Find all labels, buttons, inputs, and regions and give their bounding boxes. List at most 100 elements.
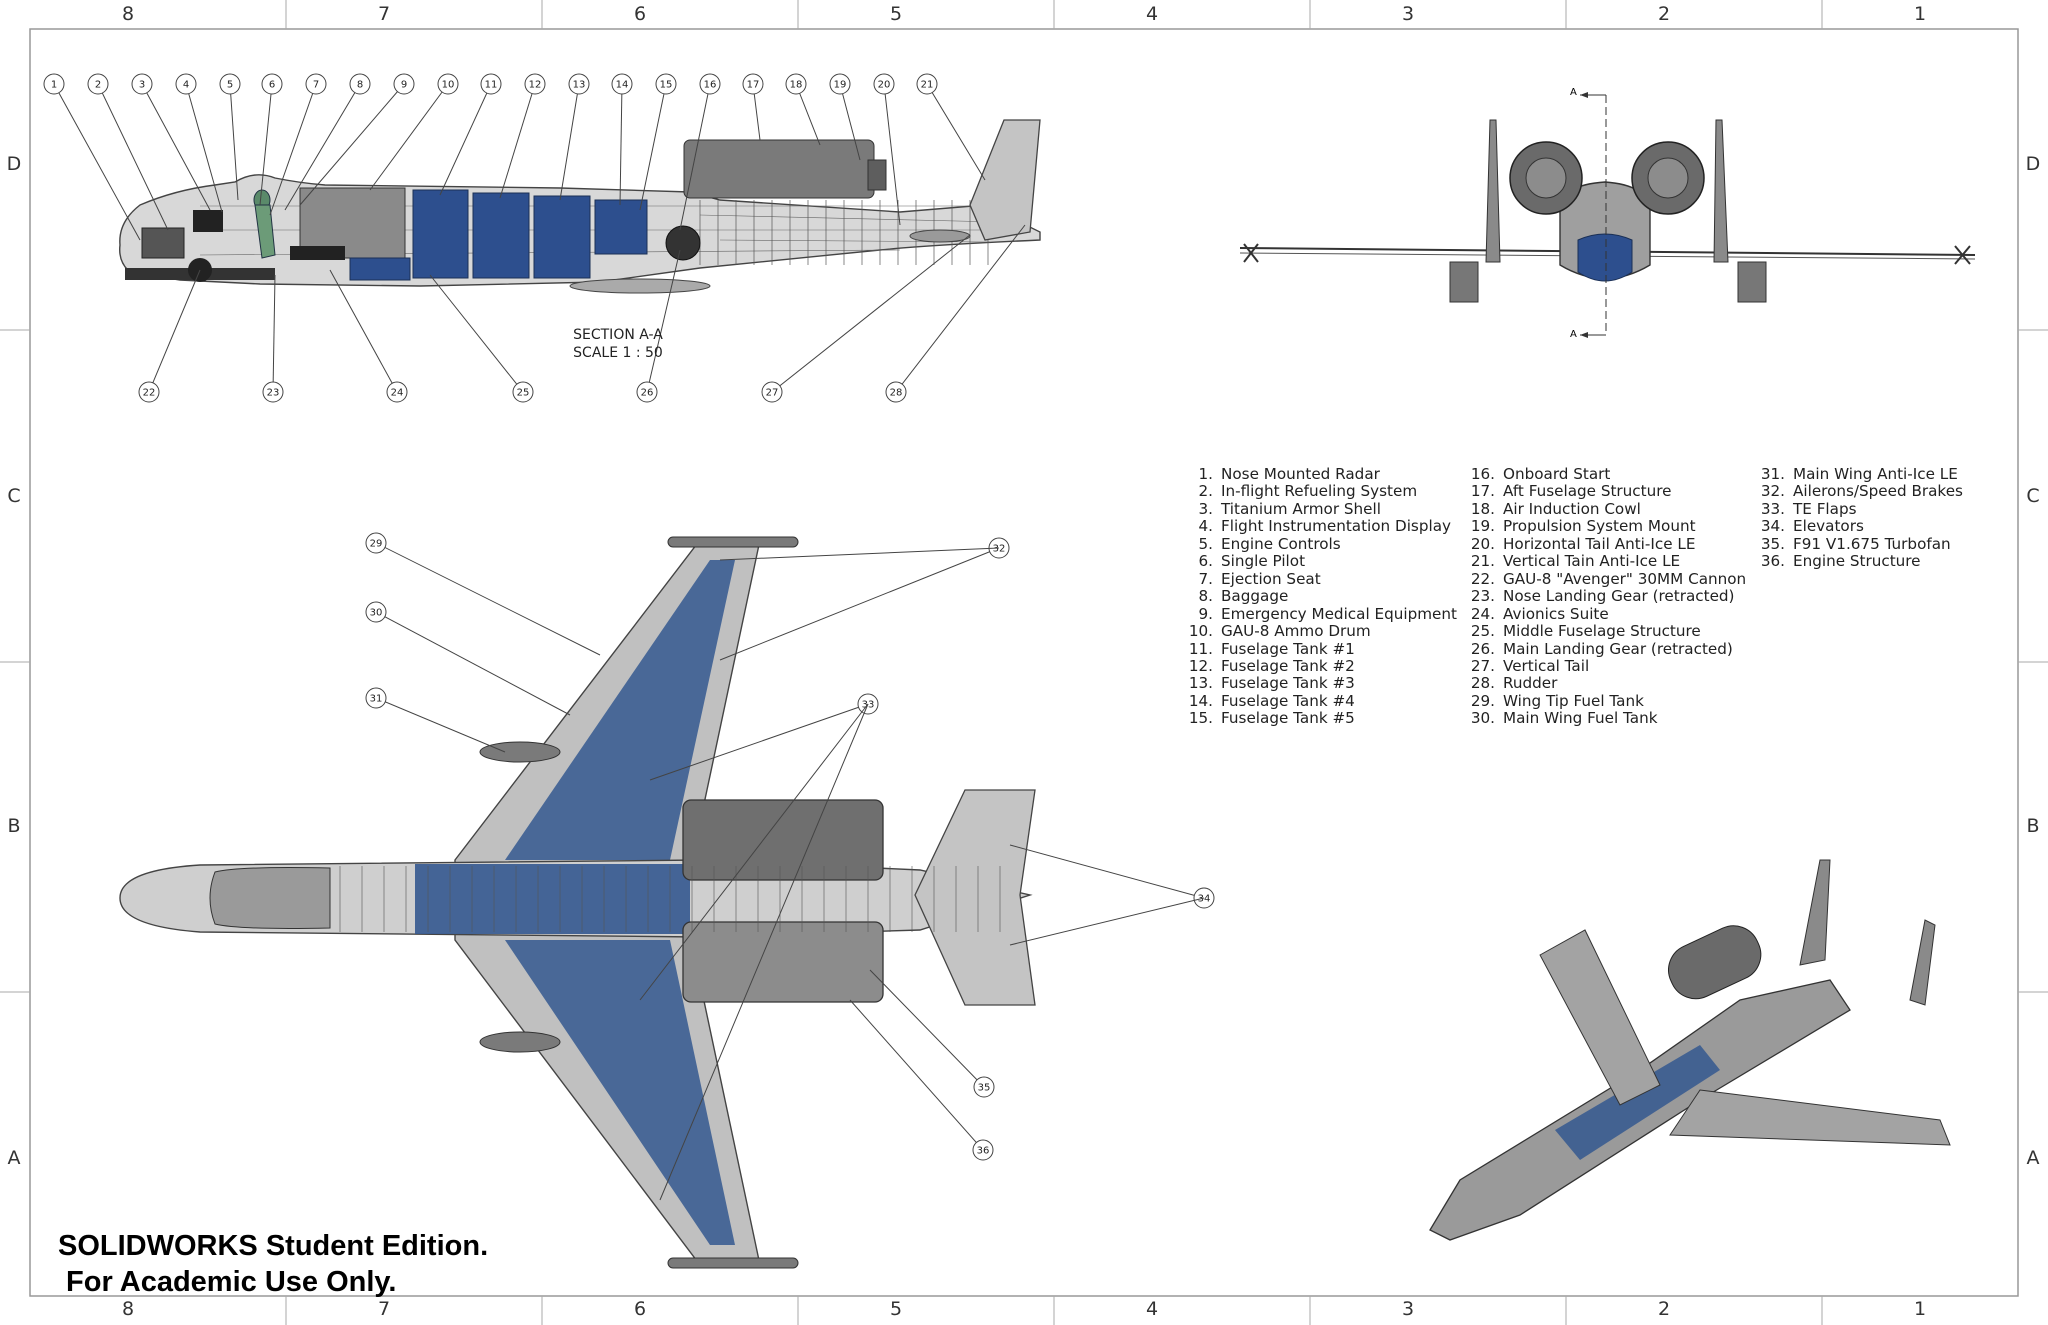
wingtip-left [1243,243,1259,263]
balloon-number: 24 [391,388,404,399]
legend-item: 16.Onboard Start [1465,465,1746,483]
balloon-4: 4 [175,73,223,213]
balloon-5: 5 [219,73,241,201]
ejection-seat [254,204,276,259]
legend-text: Ailerons/Speed Brakes [1793,482,1963,501]
isometric-view [1429,859,1951,1241]
balloon-16: 16 [679,73,721,231]
section-scale: SCALE 1 : 50 [573,345,663,361]
legend-number: 13. [1188,674,1213,693]
zone-right-d: D [2025,153,2041,175]
main-landing-gear [665,225,701,261]
legend-text: Main Wing Anti-Ice LE [1793,465,1958,483]
balloon-11: 11 [439,73,502,196]
zone-left-a: A [7,1147,21,1169]
horizontal-tail-plan [914,789,1036,1006]
balloon-number: 12 [529,80,542,91]
front-tank [1577,233,1633,282]
legend-text: Ejection Seat [1221,569,1321,588]
legend-item: 5. Engine Controls [1183,534,1457,553]
balloon-22: 22 [138,269,201,403]
zone-top-8: 8 [121,3,135,25]
engine-upper-plan [682,799,884,881]
balloon-number: 32 [993,544,1006,555]
legend-number: 5. [1198,534,1214,553]
legend-text: Nose Landing Gear (retracted) [1503,587,1735,606]
legend-text: Avionics Suite [1503,604,1609,623]
vtail-right-front [1713,119,1729,263]
balloon-number: 11 [485,80,498,91]
iso-vtail-right [1909,919,1936,1006]
legend-text: Single Pilot [1221,552,1306,571]
legend-number: 21. [1470,552,1495,571]
cut-label-bottom: A [1570,329,1577,340]
legend-number: 18. [1470,499,1495,518]
legend-text: Elevators [1793,517,1864,536]
section-title: SECTION A-A SCALE 1 : 50 [528,326,708,362]
zone-bottom-8: 8 [121,1298,135,1320]
legend-text: Main Landing Gear (retracted) [1503,639,1733,658]
balloon-number: 10 [442,80,455,91]
legend-text: Vertical Tail [1503,656,1590,675]
wingtip-tank-upper [667,536,799,548]
structure-grid-plan [339,866,1001,932]
legend-item: 1. Nose Mounted Radar [1183,465,1457,483]
balloon-18: 18 [785,73,821,146]
zone-top-6: 6 [633,3,647,25]
legend-number: 24. [1470,604,1495,623]
legend-number: 3. [1198,499,1214,518]
zone-top-3: 3 [1401,3,1415,25]
fuselage-tank-1 [412,189,469,279]
legend-number: 1. [1198,465,1214,483]
legend-text: Engine Controls [1221,534,1341,553]
legend-item: 36.Engine Structure [1755,552,1963,571]
section-name: SECTION A-A [573,327,663,343]
legend-text: Horizontal Tail Anti-Ice LE [1503,534,1696,553]
balloon-20: 20 [873,73,901,226]
legend-number: 28. [1470,674,1495,693]
iso-tanks [1555,1045,1720,1160]
legend-number: 36. [1760,552,1785,571]
legend-item: 30.Main Wing Fuel Tank [1465,709,1746,727]
wing-fuel-tank-side [569,278,711,294]
zone-bottom-1: 1 [1913,1298,1927,1320]
legend-number: 23. [1470,587,1495,606]
legend-number: 31. [1760,465,1785,483]
legend-text: GAU-8 "Avenger" 30MM Cannon [1503,569,1747,588]
balloon-24: 24 [329,269,408,403]
legend-number: 9. [1198,604,1214,623]
balloon-number: 31 [370,694,383,705]
balloon-35: 35 [869,969,995,1098]
legend-text: Fuselage Tank #5 [1221,709,1355,728]
nose-radar [141,227,185,259]
legend-item: 19.Propulsion System Mount [1465,517,1746,535]
balloon-21: 21 [916,73,986,181]
vertical-tail-side [969,119,1041,241]
balloon-number: 36 [977,1146,990,1157]
legend-item: 33.TE Flaps [1755,500,1963,518]
watermark-line-1: SOLIDWORKS Student Edition. [58,1230,489,1262]
legend-item: 15.Fuselage Tank #5 [1183,709,1457,728]
balloon-15: 15 [639,73,677,211]
legend-item: 31. Main Wing Anti-Ice LE [1755,465,1963,483]
legend-text: Nose Mounted Radar [1221,465,1380,483]
legend-number: 10. [1188,622,1213,641]
legend-text: Aft Fuselage Structure [1503,482,1672,501]
legend-item: 35.F91 V1.675 Turbofan [1755,534,1963,553]
balloon-number: 20 [878,80,891,91]
balloon-8: 8 [284,73,371,211]
legend-item: 9.Emergency Medical Equipment [1183,604,1457,623]
pylon-right-front [1737,261,1767,303]
wing-tank-lower [505,940,735,1245]
legend-text: F91 V1.675 Turbofan [1793,534,1951,553]
flight-display [193,210,223,232]
balloon-number: 8 [357,80,363,91]
iso-wing-left [1539,929,1661,1106]
fuselage-tanks-plan [415,864,690,934]
zone-bottom-5: 5 [889,1298,903,1320]
legend-item: 18.Air Induction Cowl [1465,499,1746,518]
